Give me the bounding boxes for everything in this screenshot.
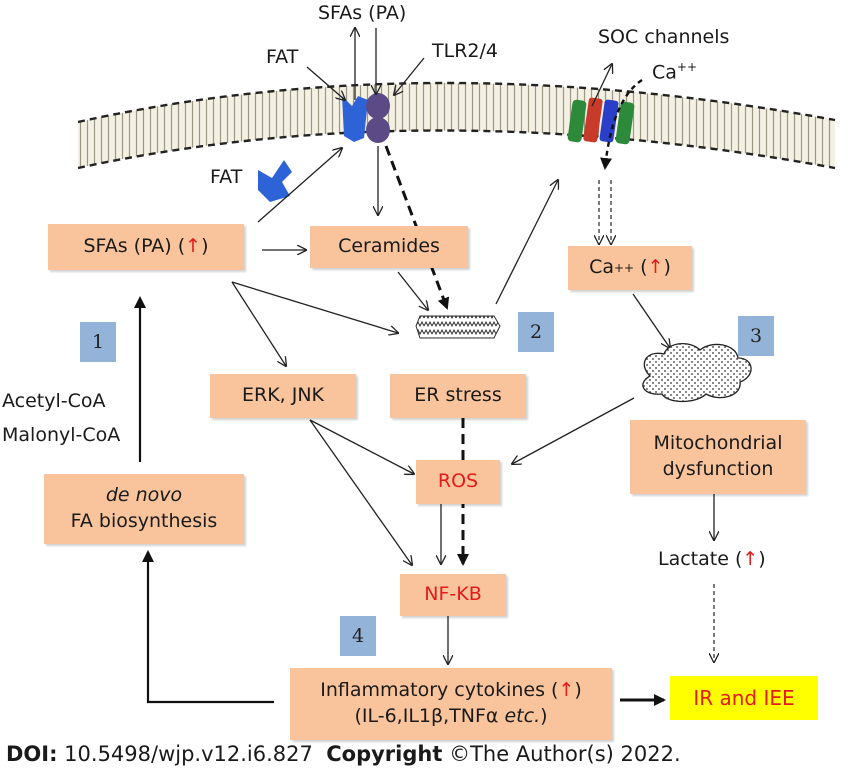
badge-number-2: 2 xyxy=(518,312,554,352)
badge-number-3: 3 xyxy=(738,316,774,356)
box-er-stress: ER stress xyxy=(390,374,526,418)
mito-line1: Mitochondrial xyxy=(653,432,783,455)
footer-citation: DOI: 10.5498/wjp.v12.i6.827 Copyright ©T… xyxy=(6,742,681,766)
ca-sup: ++ xyxy=(614,260,635,275)
cytokines-line2a: (IL-6,IL1β,TNFα xyxy=(354,705,505,727)
ca-up-arrow: ↑ xyxy=(647,256,664,279)
label-fat-top: FAT xyxy=(266,46,299,68)
lactate-text: Lactate xyxy=(658,548,729,570)
arrow-sfas-fat xyxy=(257,148,342,223)
ros-text: ROS xyxy=(437,470,479,493)
doi-value: 10.5498/wjp.v12.i6.827 xyxy=(57,742,313,766)
badge-number-4: 4 xyxy=(340,616,376,656)
ceramides-text: Ceramides xyxy=(338,235,440,258)
copyright-value: ©The Author(s) 2022. xyxy=(442,742,681,766)
cytokines-line2-italic: etc. xyxy=(504,705,541,727)
label-fat-free: FAT xyxy=(210,166,243,188)
label-acetyl-coa: Acetyl-CoA xyxy=(2,390,106,412)
ca-top-text: Ca xyxy=(652,61,677,84)
box-erk-jnk: ERK, JNK xyxy=(210,374,356,418)
arrow-sfas-erk xyxy=(231,281,286,366)
arrow-erk-ros xyxy=(309,419,414,474)
arrow-erstress-membrane xyxy=(495,180,558,305)
sfas-pa-text: SFAs (PA) xyxy=(83,235,172,258)
soc-channel-icon xyxy=(567,97,635,145)
box-ceramides: Ceramides xyxy=(310,226,468,268)
label-lactate: Lactate (↑) xyxy=(658,548,766,570)
copyright-label: Copyright xyxy=(326,742,443,766)
cytokines-line1: Inflammatory cytokines xyxy=(320,679,545,702)
arrow-ca-influx xyxy=(600,79,643,170)
cytokines-up-arrow: ↑ xyxy=(558,679,575,702)
arrow-ca-down-dotted xyxy=(599,180,611,244)
tlr-receptor-icon xyxy=(366,93,390,143)
label-ca-top: Ca++ xyxy=(652,60,697,83)
ca-text: Ca xyxy=(589,256,614,279)
er-stress-icon xyxy=(415,315,501,339)
box-nfkb: NF-KB xyxy=(400,574,506,616)
box-ir-iee: IR and IEE xyxy=(670,676,818,720)
label-sfas-pa-top: SFAs (PA) xyxy=(318,2,407,24)
box-ros: ROS xyxy=(416,460,500,504)
cytokines-line1-wrap: Inflammatory cytokines (↑) xyxy=(320,679,582,702)
erk-jnk-text: ERK, JNK xyxy=(241,384,325,407)
arrow-ca-mito xyxy=(632,293,670,348)
label-soc-channels: SOC channels xyxy=(598,26,730,48)
denovo-line2: FA biosynthesis xyxy=(70,510,218,532)
label-tlr: TLR2/4 xyxy=(432,40,498,62)
doi-label: DOI: xyxy=(6,742,58,766)
arrow-fat-label xyxy=(306,66,345,100)
mito-line2: dysfunction xyxy=(662,458,774,480)
box-denovo: de novo FA biosynthesis xyxy=(44,474,244,544)
arrow-erk-nfkb xyxy=(309,419,412,565)
cytokines-line2: (IL-6,IL1β,TNFα etc.) xyxy=(354,704,547,730)
arrow-ceramides-erstress xyxy=(397,271,428,310)
ir-iee-text: IR and IEE xyxy=(693,686,795,710)
cytokines-line2b: ) xyxy=(540,705,548,727)
fat-free-icon xyxy=(258,160,292,202)
cell-membrane xyxy=(77,81,836,170)
arrow-sfas-erstress xyxy=(231,281,398,333)
arrow-soc-label xyxy=(591,64,612,107)
nfkb-text: NF-KB xyxy=(424,583,482,606)
denovo-italic: de novo xyxy=(105,484,183,507)
box-ca: Ca++ (↑) xyxy=(568,246,692,290)
fat-transporter-icon xyxy=(342,96,368,142)
box-mito-dysfunction: Mitochondrial dysfunction xyxy=(630,420,806,494)
arrow-mito-ros xyxy=(512,397,635,464)
arrow-tlr-label xyxy=(394,57,425,95)
label-malonyl-coa: Malonyl-CoA xyxy=(2,424,121,446)
mitochondria-icon xyxy=(642,343,752,403)
er-stress-text: ER stress xyxy=(414,384,502,407)
arrow-cytokines-denovo xyxy=(142,550,274,704)
badge-number-1: 1 xyxy=(80,322,116,362)
sfas-up-arrow: ↑ xyxy=(185,235,202,258)
ca-top-sup: ++ xyxy=(676,60,698,74)
lactate-up-arrow: ↑ xyxy=(742,548,759,570)
box-sfas-pa: SFAs (PA) (↑) xyxy=(48,224,244,270)
box-cytokines: Inflammatory cytokines (↑) (IL-6,IL1β,TN… xyxy=(290,668,612,740)
